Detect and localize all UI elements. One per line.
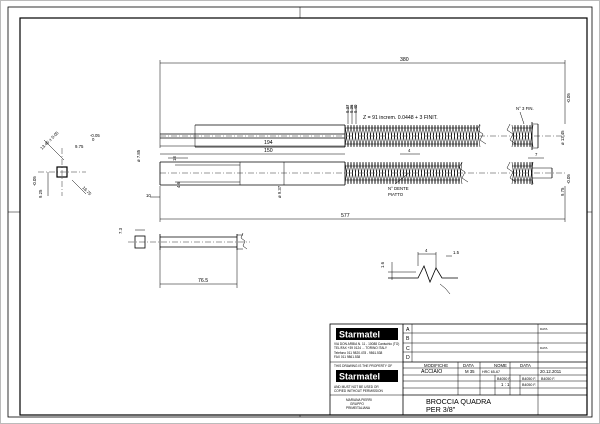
rev-letter-d: D xyxy=(406,355,410,361)
dim-9-75-left: 9.75 xyxy=(75,144,84,149)
broach-lower-view xyxy=(159,161,565,186)
dim-150: 150 xyxy=(264,148,273,154)
property-note-2: AND MUST NOT BE USED OR xyxy=(334,385,379,389)
dim-18: 18 xyxy=(172,156,177,161)
teeth-lower xyxy=(344,161,463,185)
tooth-zigzag xyxy=(344,172,463,185)
dim-10: 10 xyxy=(146,193,151,198)
dim-9-36-small: 9.36 xyxy=(349,104,354,113)
dim-16-75: 16.75 xyxy=(81,185,93,197)
hardness-value: HRC 65-67 xyxy=(482,370,500,374)
material-value: ACCIAIO xyxy=(421,369,442,375)
dim-7-3: 7.3 xyxy=(118,227,123,234)
dim-4-6: 4.6 xyxy=(176,181,181,188)
teeth-note-1: N° DENTE xyxy=(388,186,409,191)
company-address-4: FAX 011 9861.538 xyxy=(334,355,360,359)
company-logo-text-bottom: Starmatel xyxy=(339,372,380,382)
dim-9-40-small: 9.40 xyxy=(353,104,358,113)
dim-9-75-right: 9.75 xyxy=(560,187,565,196)
dim-dia-13-45-right: ø 13.45 xyxy=(560,130,565,145)
date-value: 20.12.2011 xyxy=(540,369,562,374)
company-address-2: TEL/FAX +39 0124 ... TORINO ITALY xyxy=(334,346,388,350)
teeth-upper xyxy=(344,124,481,148)
company-address-1: VIA DON ARBIA N. 11 - 10088 Canischio (T… xyxy=(334,342,399,346)
rev-date-label-1: DATA xyxy=(540,327,548,331)
col-nome: NOME xyxy=(494,363,507,368)
tol-right-upper: -0.05 xyxy=(566,93,571,103)
rev-date-label-2: DATA xyxy=(540,346,548,350)
main-dimensions: 380 194 150 577 18 10 4.6 ø 9.37 ø 7.85 … xyxy=(136,57,571,222)
company-logo-top xyxy=(336,328,398,340)
col-data: DATA xyxy=(463,363,474,368)
dim-76-5: 76.5 xyxy=(198,278,208,284)
tol-left-3: -0.05 xyxy=(32,176,37,186)
dim-4-tooth: 4 xyxy=(425,248,428,253)
col-modifiche: MODIFICHE xyxy=(424,363,448,368)
drawing-title-2: PER 3/8" xyxy=(426,405,456,414)
signature-3: PRIMEITALIANA xyxy=(346,406,371,410)
rev-letter-b: B xyxy=(406,336,410,342)
company-logo-bottom xyxy=(336,370,398,382)
rev-letter-c: C xyxy=(406,346,410,352)
col-data-2: DATA xyxy=(520,363,531,368)
tooth-zigzag xyxy=(511,135,534,148)
tol-right-lower: -0.05 xyxy=(566,174,571,184)
formula-note: Z = 91 increm. 0.0448 + 3 FINIT. xyxy=(363,115,438,121)
scale-value: 1 : 1 xyxy=(501,382,510,387)
drawing-title-1: BROCCIA QUADRA xyxy=(426,397,491,406)
tol-left-2: 0 xyxy=(92,137,95,142)
code-3: B4050 F. xyxy=(522,377,536,381)
end-detail-view: 7.3 76.5 xyxy=(118,227,250,288)
tol-left-1: -0.05 xyxy=(90,133,100,138)
dim-9-37-small: 9.37 xyxy=(345,104,350,113)
title-block: Starmatel VIA DON ARBIA N. 11 - 10088 Ca… xyxy=(329,323,588,416)
signature-1: MARIANA PIERRI xyxy=(346,398,372,402)
tooth-profile-detail: 4 1.5 1.6 xyxy=(380,248,460,295)
dim-194: 194 xyxy=(264,140,273,146)
dim-7-right: 7 xyxy=(535,152,538,157)
company-logo-text-top: Starmatel xyxy=(339,330,380,340)
tooth-zigzag xyxy=(344,135,481,148)
dim-1-6: 1.6 xyxy=(380,261,385,268)
tooth-zigzag xyxy=(511,172,534,185)
dim-1-5: 1.5 xyxy=(453,250,460,255)
property-note-3: COPIED WITHOUT PERMISSION xyxy=(334,389,384,393)
teeth-lower-end xyxy=(511,161,534,185)
dim-4-top: 4 xyxy=(408,148,411,153)
dim-380: 380 xyxy=(400,57,409,63)
spec-value: M 35 xyxy=(465,369,475,374)
drawing-border xyxy=(19,17,588,416)
code-1: B4050 F. xyxy=(541,377,555,381)
dim-dia-9-37: ø 9.37 xyxy=(277,185,282,198)
fin-note: N° 3 FIN. xyxy=(516,106,534,111)
rev-letter-a: A xyxy=(406,327,410,333)
dim-dia-7-85: ø 7.85 xyxy=(136,149,141,162)
dim-577: 577 xyxy=(341,213,350,219)
code-2: B4050 F. xyxy=(497,377,511,381)
dim-9-25: 9.25 xyxy=(38,189,43,198)
property-note-1: THIS DRAWING IS THE PROPERTY OF xyxy=(334,364,392,368)
signature-2: GRUPPO xyxy=(350,402,364,406)
code-4: B4050 F. xyxy=(522,383,536,387)
teeth-note-2: PIATTO xyxy=(388,192,404,197)
broach-upper-view xyxy=(159,122,565,150)
teeth-upper-end xyxy=(511,124,534,148)
company-address-3: Telefono 011 9820.478 - 9861.538 xyxy=(334,351,383,355)
